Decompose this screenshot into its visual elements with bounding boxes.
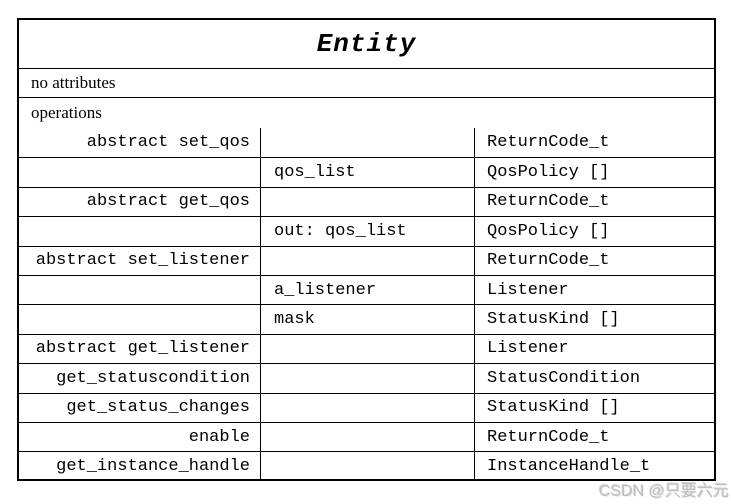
parameter-cell: qos_list — [260, 158, 474, 187]
parameter-cell — [260, 393, 474, 422]
type-cell: Listener — [474, 334, 714, 364]
table-row: abstract set_qos ReturnCode_t — [19, 128, 714, 158]
type-cell: QosPolicy [] — [474, 217, 714, 246]
table-row: get_status_changes StatusKind [] — [19, 392, 714, 422]
table-row: mask StatusKind [] — [19, 304, 714, 334]
type-cell: StatusCondition — [474, 364, 714, 393]
type-cell: StatusKind [] — [474, 305, 714, 334]
table-row: abstract set_listener ReturnCode_t — [19, 245, 714, 275]
parameter-cell — [260, 128, 474, 158]
operation-cell: abstract set_listener — [35, 251, 250, 271]
table-row: enable ReturnCode_t — [19, 421, 714, 452]
table-row: out: qos_list QosPolicy [] — [19, 216, 714, 246]
watermark: CSDN @只要六元 — [598, 483, 729, 500]
table-row: abstract get_qos ReturnCode_t — [19, 186, 714, 217]
parameter-cell — [260, 187, 474, 217]
type-cell: StatusKind [] — [474, 393, 714, 422]
parameter-cell — [260, 452, 474, 481]
type-cell: ReturnCode_t — [474, 187, 714, 217]
operation-cell — [19, 276, 260, 304]
operation-cell: get_statuscondition — [56, 368, 250, 388]
type-cell: ReturnCode_t — [474, 128, 714, 158]
operation-cell: abstract get_listener — [35, 339, 250, 359]
class-title: Entity — [316, 29, 417, 59]
operation-cell — [19, 158, 260, 186]
type-cell: InstanceHandle_t — [474, 452, 714, 481]
attributes-section-row: no attributes — [19, 68, 714, 97]
parameter-cell — [260, 422, 474, 452]
parameter-cell — [260, 246, 474, 275]
operations-label: operations — [31, 103, 102, 122]
type-cell: QosPolicy [] — [474, 158, 714, 187]
operation-cell — [19, 305, 260, 333]
type-cell: ReturnCode_t — [474, 422, 714, 452]
type-cell: ReturnCode_t — [474, 246, 714, 275]
operations-section-row: operations — [19, 97, 714, 128]
attributes-label: no attributes — [31, 73, 116, 92]
table-row: get_statuscondition StatusCondition — [19, 363, 714, 393]
parameter-cell: out: qos_list — [260, 217, 474, 246]
operation-cell: abstract set_qos — [86, 133, 250, 153]
operation-cell: enable — [188, 427, 250, 447]
table-row: a_listener Listener — [19, 274, 714, 305]
parameter-cell — [260, 334, 474, 364]
parameter-cell: a_listener — [260, 275, 474, 305]
table-row: qos_list QosPolicy [] — [19, 157, 714, 187]
operation-cell: get_instance_handle — [56, 456, 250, 476]
parameter-cell — [260, 364, 474, 393]
operation-cell: get_status_changes — [66, 398, 250, 418]
table-row: get_instance_handle InstanceHandle_t — [19, 451, 714, 481]
operation-cell: abstract get_qos — [86, 192, 250, 212]
table-row: abstract get_listener Listener — [19, 333, 714, 364]
operations-rows: abstract set_qos ReturnCode_t qos_list Q… — [19, 128, 714, 481]
parameter-cell: mask — [260, 305, 474, 334]
class-title-row: Entity — [19, 20, 714, 68]
entity-class-table: Entity no attributes operations abstract… — [17, 18, 716, 481]
type-cell: Listener — [474, 275, 714, 305]
operation-cell — [19, 217, 260, 245]
